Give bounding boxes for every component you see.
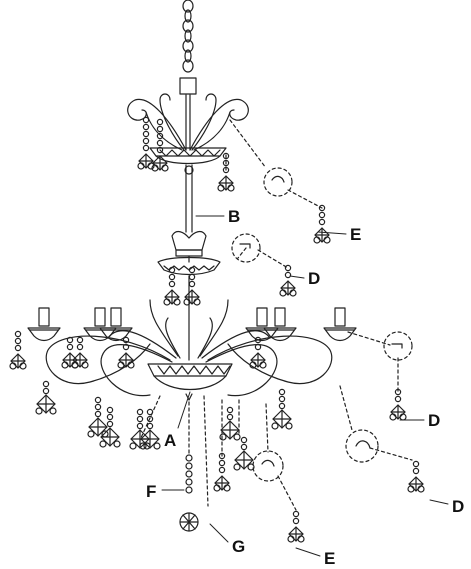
- callout-a: A: [164, 431, 176, 450]
- pendant-crystal: [35, 380, 57, 415]
- pendant-crystal: [137, 116, 155, 170]
- candle: [27, 307, 61, 342]
- candle: [99, 307, 133, 342]
- pendant-crystal: [151, 118, 169, 172]
- callout-b: B: [228, 207, 240, 226]
- chain-link: [184, 9, 192, 23]
- candle: [323, 307, 357, 342]
- pendant-crystal: [87, 396, 109, 438]
- callout-d-upper: D: [308, 269, 320, 288]
- callout-d-right: D: [428, 411, 440, 430]
- upper-crown-scrolls: [127, 93, 249, 151]
- chain-link: [182, 0, 194, 13]
- arms: [45, 299, 333, 397]
- pendant-crystal: [129, 408, 151, 450]
- candles: [27, 307, 357, 342]
- pendant-crystal: [287, 510, 305, 543]
- callout-leaders: [161, 215, 449, 557]
- callout-e-upper: E: [350, 225, 361, 244]
- lower-bowl: [147, 363, 233, 401]
- pendant-crystal: [249, 336, 267, 369]
- callout-d-lower: D: [452, 497, 464, 516]
- central-stem: [184, 164, 194, 233]
- detail-hooks: [239, 175, 403, 467]
- callout-f: F: [146, 482, 156, 501]
- pendant-crystal: [183, 266, 201, 306]
- detail-circles: [231, 167, 413, 482]
- pendant-crystal: [213, 452, 231, 492]
- pendant-crystal: [271, 388, 293, 430]
- pendant-crystal: [117, 336, 135, 369]
- chain-link: [184, 49, 192, 63]
- pendant-crystal: [71, 336, 89, 369]
- pendant-crystal: [279, 264, 297, 297]
- pendant-crystal: [407, 460, 425, 493]
- pendant-crystals: [9, 116, 425, 543]
- chain: [182, 0, 194, 73]
- pendant-crystal: [219, 406, 241, 441]
- middle-tier: [157, 230, 221, 361]
- pendant-crystal: [389, 388, 407, 421]
- chain-link: [182, 39, 194, 53]
- top-stem: [179, 77, 197, 151]
- chain-link: [182, 19, 194, 33]
- crystal-ball-g: [179, 512, 199, 532]
- pendant-crystal: [313, 204, 331, 244]
- candle: [245, 307, 279, 342]
- pendant-crystal: [9, 330, 27, 370]
- candle: [263, 307, 297, 342]
- upper-bowl: [149, 147, 227, 165]
- pendant-crystal: [217, 152, 235, 192]
- callout-g: G: [232, 537, 245, 556]
- callout-e-lower: E: [324, 549, 335, 568]
- leader-lines: [139, 119, 413, 511]
- pendant-crystal: [139, 408, 161, 450]
- pendant-crystal: [99, 406, 121, 448]
- chain-link: [184, 29, 192, 43]
- chain-link: [182, 59, 194, 73]
- bead-strand-f: [185, 454, 193, 494]
- pendant-crystal: [163, 266, 181, 306]
- pendant-crystal: [233, 436, 255, 471]
